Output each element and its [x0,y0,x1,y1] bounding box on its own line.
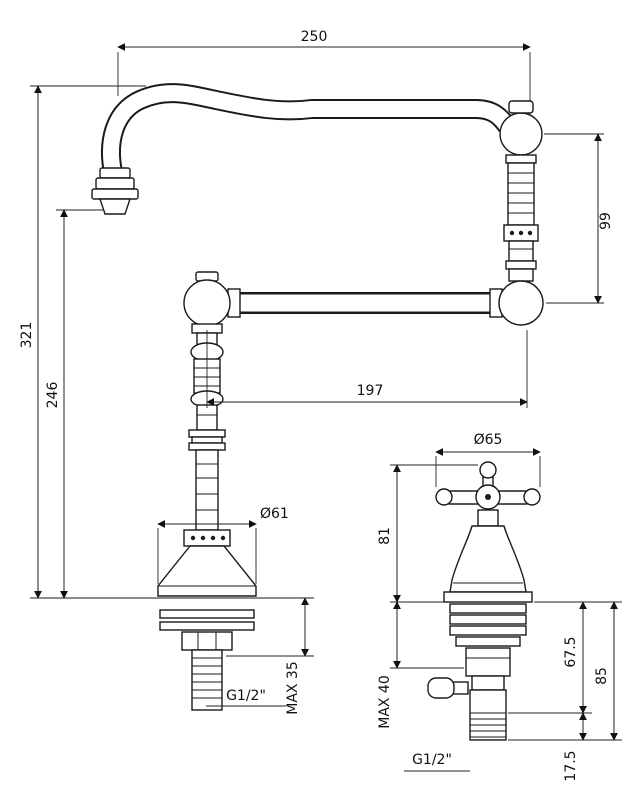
spout-arm [101,83,516,174]
dim-label-max35: MAX 35 [285,661,301,715]
swing-arm [227,288,503,318]
lower-ball-joint [498,280,544,326]
inlet-pipe [469,689,507,741]
side-outlet [427,677,469,699]
faucet-front-view [30,83,544,711]
thread-stub [191,649,223,711]
vertical-link [498,100,544,326]
column-ball-joint [183,279,231,327]
spout-nozzle [91,167,139,215]
dim-label-max40: MAX 40 [377,675,393,729]
thread-label-front: G1/2" [226,688,266,704]
cross-handle [435,461,541,510]
valve-body [443,509,533,691]
valve-side-view [427,461,541,741]
dim-label-321: 321 [19,322,35,349]
dim-label-99: 99 [598,212,614,230]
thread-label-side: G1/2" [412,752,452,768]
dim-label-17-5: 17.5 [563,750,579,781]
dimensions: 250 99 321 246 197 Ø61 MAX 35 G1/2" [19,29,622,782]
mounting-hardware [159,609,255,711]
dim-label-d65: Ø65 [474,432,503,448]
dim-label-d61: Ø61 [260,506,289,522]
dim-label-246: 246 [45,382,61,409]
dim-label-67-5: 67.5 [563,636,579,667]
dim-label-197: 197 [357,383,384,399]
base [157,529,257,597]
dim-label-250: 250 [301,29,328,45]
dim-label-85: 85 [594,667,610,685]
dim-label-81: 81 [377,527,393,545]
column [183,271,231,531]
upper-ball-joint [499,112,543,156]
